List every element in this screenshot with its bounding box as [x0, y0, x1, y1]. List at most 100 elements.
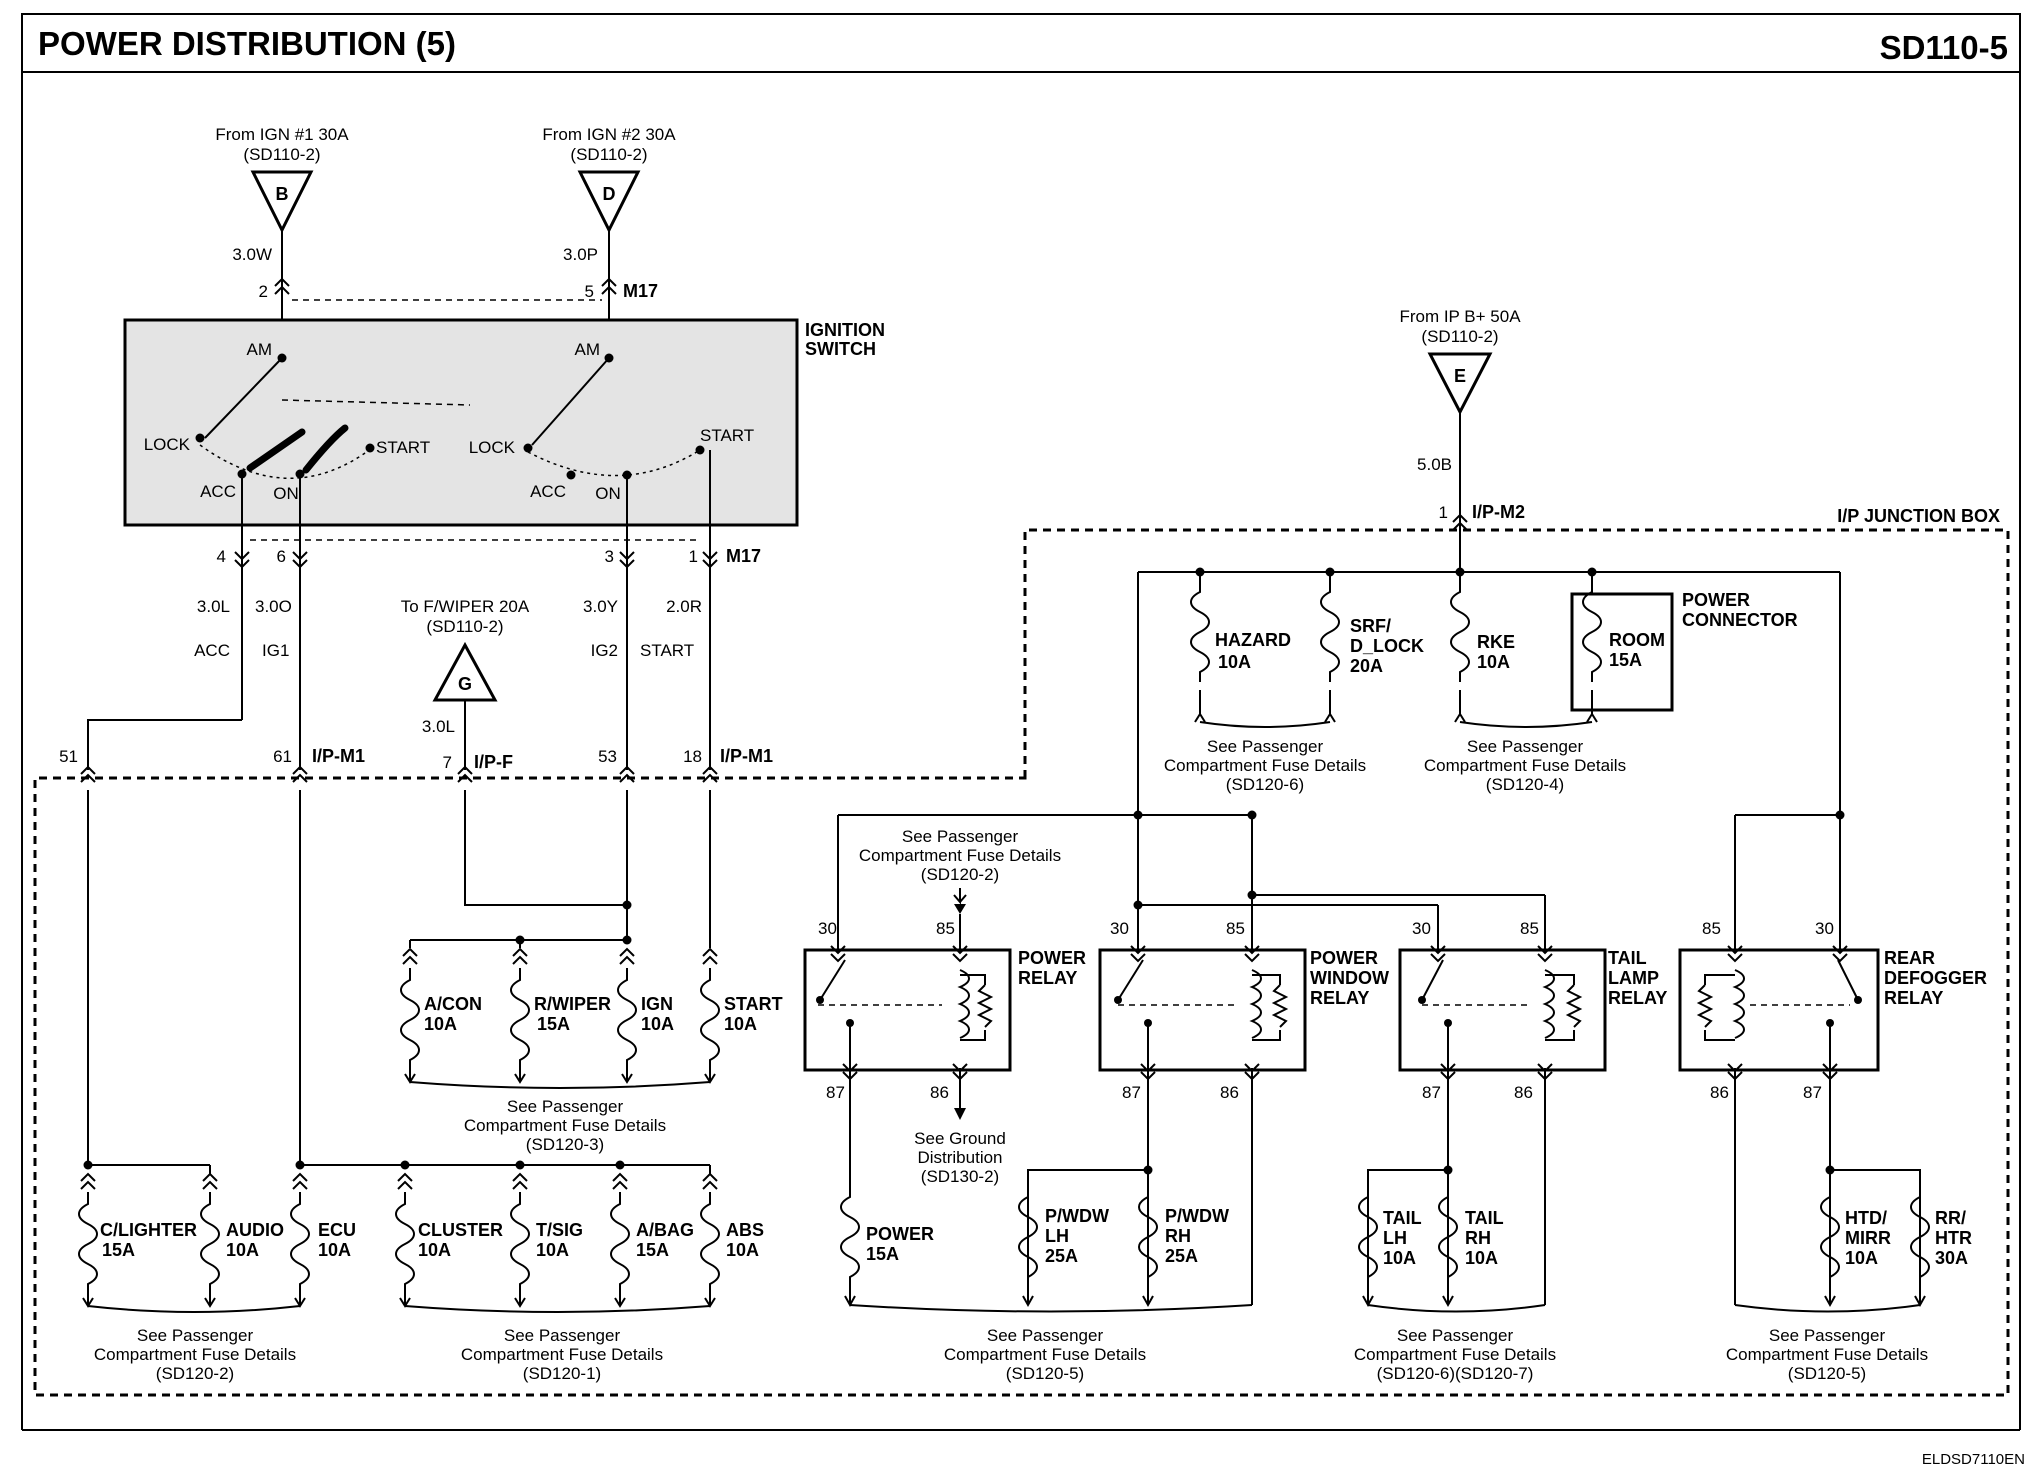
fuse-abs-name: ABS: [726, 1220, 764, 1240]
tail-relay-name3: RELAY: [1608, 988, 1667, 1008]
ref-120-5b-line2: Compartment Fuse Details: [1726, 1345, 1928, 1364]
fuse-htdmirr-amp: 10A: [1845, 1248, 1878, 1268]
ignition-switch: IGNITION SWITCH AM LOCK ACC ON START AM …: [123, 318, 885, 527]
power-window-relay: 30 85 POWER WINDOW RELAY 87 86 P/WDW LH …: [1018, 919, 1389, 1305]
fuse-acon-amp: 10A: [424, 1014, 457, 1034]
fuse-srf-name2: D_LOCK: [1350, 636, 1424, 656]
source-b-ref: (SD110-2): [243, 145, 320, 164]
ref-120-5b-line1: See Passenger: [1769, 1326, 1886, 1345]
source-d-pin: 5: [585, 282, 594, 301]
fuse-ecu-amp: 10A: [318, 1240, 351, 1260]
ref-120-4-line3: (SD120-4): [1486, 775, 1564, 794]
ip-inputs: 51 61 I/P-M1 53 18 I/P-M1: [59, 746, 773, 783]
pw-relay-name1: POWER: [1310, 948, 1378, 968]
ref-120-67-line3: (SD120-6)(SD120-7): [1377, 1364, 1534, 1383]
ignition-title-1: IGNITION: [805, 320, 885, 340]
tail-relay-pin-85: 85: [1520, 919, 1539, 938]
fuse-taillh-name: TAIL: [1383, 1208, 1422, 1228]
fuse-rke-name: RKE: [1477, 632, 1515, 652]
relay-feed-bus: [837, 810, 1845, 950]
defog-relay-name3: RELAY: [1884, 988, 1943, 1008]
tail-relay-name1: TAIL: [1608, 948, 1647, 968]
wire-start: 2.0R: [666, 597, 702, 616]
tail-relay-pin-87: 87: [1422, 1083, 1441, 1102]
source-g-ref: (SD110-2): [426, 617, 503, 636]
ip-conn-m1-right: I/P-M1: [720, 746, 773, 766]
ref-120-2top-line3: (SD120-2): [921, 865, 999, 884]
ref-120-5b-line3: (SD120-5): [1788, 1364, 1866, 1383]
ign-am-left: AM: [247, 340, 273, 359]
circuit-ig2: IG2: [591, 641, 618, 660]
ref-group-120-5a: See Passenger Compartment Fuse Details (…: [844, 1295, 1253, 1383]
page-code: SD110-5: [1880, 29, 2008, 66]
fuse-start-amp: 10A: [724, 1014, 757, 1034]
defog-relay-name2: DEFOGGER: [1884, 968, 1987, 988]
page-title: POWER DISTRIBUTION (5): [38, 25, 456, 62]
tail-relay-name2: LAMP: [1608, 968, 1659, 988]
source-g-letter: G: [458, 674, 472, 694]
fuse-ecu-name: ECU: [318, 1220, 356, 1240]
fuse-abs-amp: 10A: [726, 1240, 759, 1260]
ref-120-6-line3: (SD120-6): [1226, 775, 1304, 794]
source-b-letter: B: [276, 184, 289, 204]
source-g-conn: I/P-F: [474, 752, 513, 772]
ref-120-2-line3: (SD120-2): [156, 1364, 234, 1383]
fuse-audio-name: AUDIO: [226, 1220, 284, 1240]
ign-acc-right: ACC: [530, 482, 566, 501]
source-e: From IP B+ 50A (SD110-2) E 5.0B 1 I/P-M2: [1399, 307, 1525, 572]
wire-acc: 3.0L: [197, 597, 230, 616]
ign-start-right: START: [700, 426, 754, 445]
source-d-from: From IGN #2 30A: [542, 125, 676, 144]
ip-pin-61: 61: [273, 747, 292, 766]
fuse-rwiper-amp: 15A: [537, 1014, 570, 1034]
pw-relay-name3: RELAY: [1310, 988, 1369, 1008]
fuse-room-name: ROOM: [1609, 630, 1665, 650]
ip-pin-53: 53: [598, 747, 617, 766]
fuse-srf-name: SRF/: [1350, 616, 1391, 636]
ref-120-3-line3: (SD120-3): [526, 1135, 604, 1154]
power-relay-name2: RELAY: [1018, 968, 1077, 988]
ref-120-4-line1: See Passenger: [1467, 737, 1584, 756]
pw-relay-pin-86: 86: [1220, 1083, 1239, 1102]
ip-pin-18: 18: [683, 747, 702, 766]
ref-120-3-line1: See Passenger: [507, 1097, 624, 1116]
ref-120-5a-line2: Compartment Fuse Details: [944, 1345, 1146, 1364]
fuse-room-amp: 15A: [1609, 650, 1642, 670]
fuse-abag-name: A/BAG: [636, 1220, 694, 1240]
power-relay-pin-85: 85: [936, 919, 955, 938]
ign-pin-6: 6: [277, 547, 286, 566]
fuse-tailrh-amp: 10A: [1465, 1248, 1498, 1268]
circuit-acc: ACC: [194, 641, 230, 660]
junction-box-label: I/P JUNCTION BOX: [1837, 506, 2000, 526]
power-relay-name1: POWER: [1018, 948, 1086, 968]
power-connector-2: CONNECTOR: [1682, 610, 1798, 630]
source-d-letter: D: [603, 184, 616, 204]
ig2-fuse-group: A/CON 10A R/WIPER 15A IGN 10A START 10A …: [400, 790, 783, 1154]
source-e-letter: E: [1454, 366, 1466, 386]
ref-120-67-line2: Compartment Fuse Details: [1354, 1345, 1556, 1364]
fuse-pwdwlh-side: LH: [1045, 1226, 1069, 1246]
ign-start-left: START: [376, 438, 430, 457]
footer-code: ELDSD7110EN: [1922, 1451, 2025, 1468]
fuse-cluster-name: CLUSTER: [418, 1220, 503, 1240]
ip-pin-51: 51: [59, 747, 78, 766]
fuse-audio-amp: 10A: [226, 1240, 259, 1260]
fuse-ign-name: IGN: [641, 994, 673, 1014]
source-b-pin: 2: [259, 282, 268, 301]
source-e-wire: 5.0B: [1417, 455, 1452, 474]
power-relay-pin-87: 87: [826, 1083, 845, 1102]
fuse-abag-amp: 15A: [636, 1240, 669, 1260]
power-connector-1: POWER: [1682, 590, 1750, 610]
fuse-rke-amp: 10A: [1477, 652, 1510, 672]
fuse-tsig-amp: 10A: [536, 1240, 569, 1260]
ref-120-2-line1: See Passenger: [137, 1326, 254, 1345]
defog-relay-pin-30: 30: [1815, 919, 1834, 938]
source-g: To F/WIPER 20A (SD110-2) G 3.0L 7 I/P-F: [401, 597, 530, 772]
tail-lamp-relay: 30 85 TAIL LAMP RELAY 87 86 TAIL LH 10A …: [1354, 919, 1667, 1383]
fuse-rrhtr-amp: 30A: [1935, 1248, 1968, 1268]
ref-120-2top-line1: See Passenger: [902, 827, 1019, 846]
acc-ig1-fuse-group: C/LIGHTER 15A AUDIO 10A ECU 10A CLUSTER …: [78, 790, 764, 1383]
source-e-ref: (SD110-2): [1421, 327, 1498, 346]
fuse-rwiper-name: R/WIPER: [534, 994, 611, 1014]
